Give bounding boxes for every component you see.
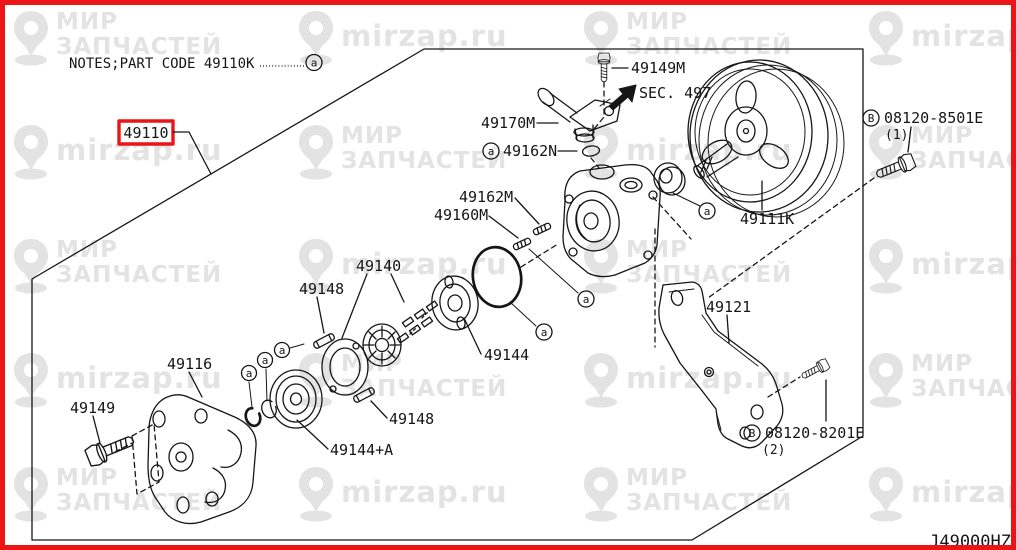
marker-a: a: [541, 326, 548, 339]
label-49144a: 49144+A: [330, 441, 393, 459]
dowel-pin-bottom: [351, 386, 377, 404]
marker-a: a: [488, 145, 495, 158]
bolt-49149m-axis: [593, 81, 605, 130]
label-49121: 49121: [706, 298, 751, 316]
exploded-parts-diagram: NOTES;PART CODE 49110K ............... a…: [31, 48, 1011, 550]
fitting-49170m-drawing: [537, 87, 621, 143]
leader-49162m: [514, 197, 540, 225]
leader-49149: [92, 415, 101, 444]
label-bolt2: 08120-8201E: [765, 424, 864, 442]
label-49116: 49116: [167, 355, 212, 373]
marker-b: B: [749, 427, 756, 440]
vanes-drawing: [396, 300, 439, 344]
bolt-8201e-callout: B 08120-8201E (2): [743, 357, 864, 458]
marker-a: a: [704, 205, 711, 218]
leader-49148-bottom: [370, 400, 388, 419]
construction-lines: [652, 177, 875, 398]
highlight-label: 49110: [123, 124, 168, 142]
circled-a-icon: [482, 142, 500, 160]
front-body-49116-drawing: [147, 394, 257, 525]
label-49170m: 49170M: [481, 114, 535, 132]
dowel-pin-top: [311, 332, 337, 350]
o-ring-49162n-drawing: [581, 145, 601, 169]
label-49111k: 49111K: [740, 210, 794, 228]
leader-bolt1: [907, 126, 912, 153]
bolt-49149-drawing: [83, 423, 160, 495]
cam-ring-drawing: [321, 338, 369, 396]
label-bolt1: 08120-8501E: [884, 109, 983, 127]
highlight-49110: 49110: [117, 119, 212, 175]
leader-49144a: [296, 419, 329, 450]
label-49149: 49149: [70, 399, 115, 417]
leader-49116: [188, 371, 203, 398]
label-49162n: 49162N: [503, 142, 557, 160]
o-ring-drawing: a: [471, 243, 559, 341]
bolt-49149m-drawing: [597, 52, 611, 83]
label-49149m: 49149M: [631, 59, 685, 77]
leader-49140-a: [341, 273, 368, 339]
stud-49162m: [531, 221, 553, 237]
label-49148-top: 49148: [299, 280, 344, 298]
label-bolt1-qty: (1): [885, 128, 908, 143]
label-sec497: SEC. 497: [639, 84, 711, 102]
bolt-8501e-drawing: [873, 151, 918, 184]
sec-497-callout: SEC. 497: [599, 84, 711, 111]
side-plate-49144-drawing: [431, 275, 479, 331]
seal-kit-markers: a a a: [240, 341, 305, 428]
bracket-49121-drawing: [658, 281, 784, 449]
leader-49121: [726, 314, 730, 344]
diagram-code: J49000HZ: [929, 532, 1011, 550]
bolt-8501e-callout: B 08120-8501E (1): [862, 109, 983, 184]
label-49140: 49140: [356, 257, 401, 275]
marker-a: a: [279, 344, 286, 357]
section-arrow-icon: [608, 84, 637, 111]
marker-a: a: [246, 367, 253, 380]
hub-49144a-drawing: [269, 369, 323, 429]
leader-49140-b: [390, 273, 405, 303]
label-49148-bottom: 49148: [389, 410, 434, 428]
pulley-49111k-drawing: [687, 59, 845, 218]
notes-text: NOTES;PART CODE 49110K: [69, 56, 255, 72]
notes-dots: ...............: [259, 55, 305, 71]
marker-b: B: [868, 112, 875, 125]
label-bolt2-qty: (2): [762, 443, 785, 458]
label-49162m: 49162M: [459, 188, 513, 206]
stud-49160m: [511, 236, 533, 252]
pump-body-drawing: [562, 163, 661, 278]
leader-49110: [172, 131, 212, 175]
circled-a-letter: a: [311, 57, 318, 70]
rotor-drawing: [362, 323, 402, 367]
notes-line: NOTES;PART CODE 49110K ............... a: [69, 53, 323, 72]
marker-a: a: [583, 293, 590, 306]
bearing-drawing: a: [653, 162, 716, 220]
bolt-8201e-drawing: [799, 357, 831, 383]
leader-49160m: [488, 215, 519, 239]
leader-49148-top: [316, 296, 325, 334]
label-49144: 49144: [484, 346, 529, 364]
label-49160m: 49160M: [434, 206, 488, 224]
marker-a: a: [262, 354, 269, 367]
leader-49144: [463, 317, 482, 355]
